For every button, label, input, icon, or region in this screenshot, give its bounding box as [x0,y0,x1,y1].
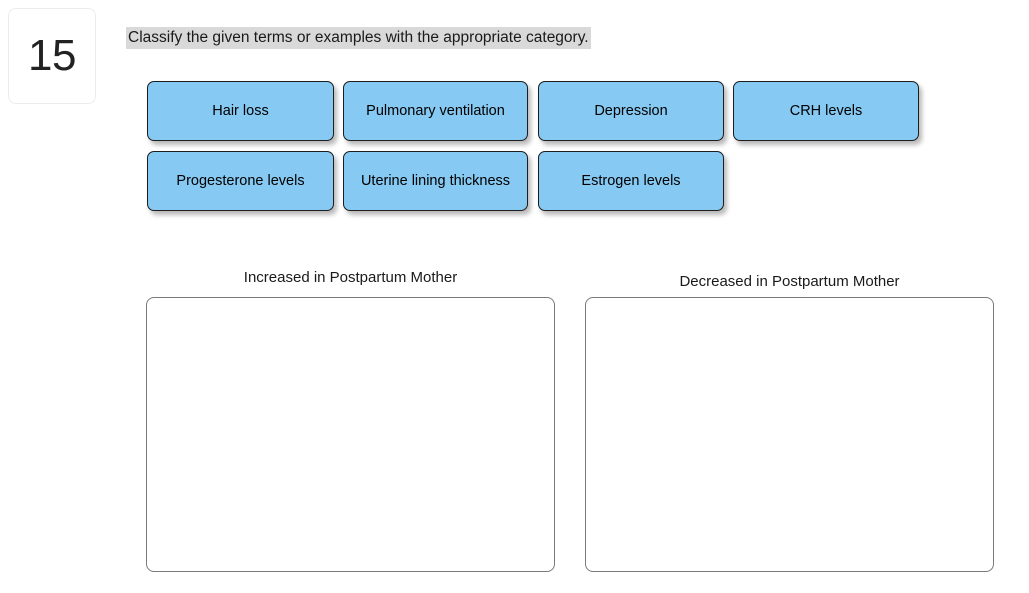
draggable-tile-pulmonary-ventilation[interactable]: Pulmonary ventilation [343,81,528,141]
draggable-tile-estrogen-levels[interactable]: Estrogen levels [538,151,724,211]
question-number: 15 [28,31,76,80]
drop-zone-title-increased: Increased in Postpartum Mother [243,269,458,286]
drop-zone-decreased[interactable] [585,297,994,572]
draggable-tile-uterine-lining-thickness[interactable]: Uterine lining thickness [343,151,528,211]
question-instruction: Classify the given terms or examples wit… [126,27,591,49]
draggable-tiles-area: Hair loss Pulmonary ventilation Depressi… [0,0,1029,240]
question-number-card: 15 [8,8,96,104]
draggable-tile-hair-loss[interactable]: Hair loss [147,81,334,141]
draggable-tile-depression[interactable]: Depression [538,81,724,141]
drop-zone-increased[interactable] [146,297,555,572]
drop-zone-title-decreased: Decreased in Postpartum Mother [679,273,900,290]
draggable-tile-crh-levels[interactable]: CRH levels [733,81,919,141]
draggable-tile-progesterone-levels[interactable]: Progesterone levels [147,151,334,211]
